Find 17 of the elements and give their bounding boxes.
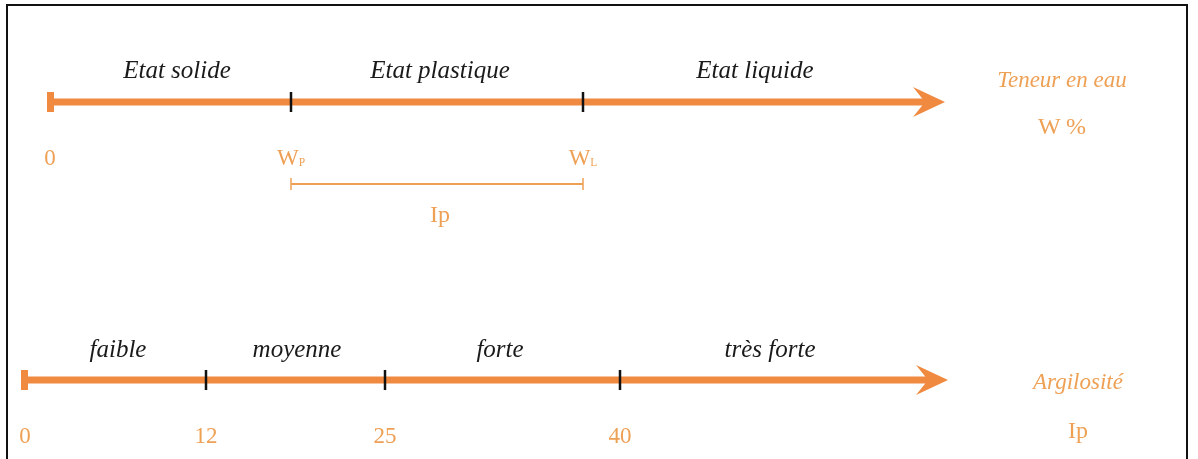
tick-label: 12 bbox=[194, 423, 218, 449]
range-label: Etat liquide bbox=[696, 56, 814, 84]
range-label: Etat solide bbox=[123, 56, 231, 84]
tick-label: 40 bbox=[608, 423, 632, 449]
tick-label: 0 bbox=[19, 423, 31, 449]
range-label: très forte bbox=[724, 335, 816, 363]
axis-unit: Ip bbox=[430, 200, 450, 228]
range-label: Etat plastique bbox=[370, 56, 510, 84]
range-label: forte bbox=[476, 335, 524, 363]
tick-label: 25 bbox=[373, 423, 397, 449]
axis-unit: W % bbox=[1037, 112, 1087, 140]
tick-label: 0 bbox=[44, 145, 56, 171]
axis-unit: Ip bbox=[1068, 416, 1088, 444]
range-label: faible bbox=[89, 335, 147, 363]
axis-title: Teneur en eau bbox=[997, 67, 1127, 93]
axis-title: Argilosité bbox=[1033, 369, 1123, 395]
range-label: moyenne bbox=[252, 335, 342, 363]
